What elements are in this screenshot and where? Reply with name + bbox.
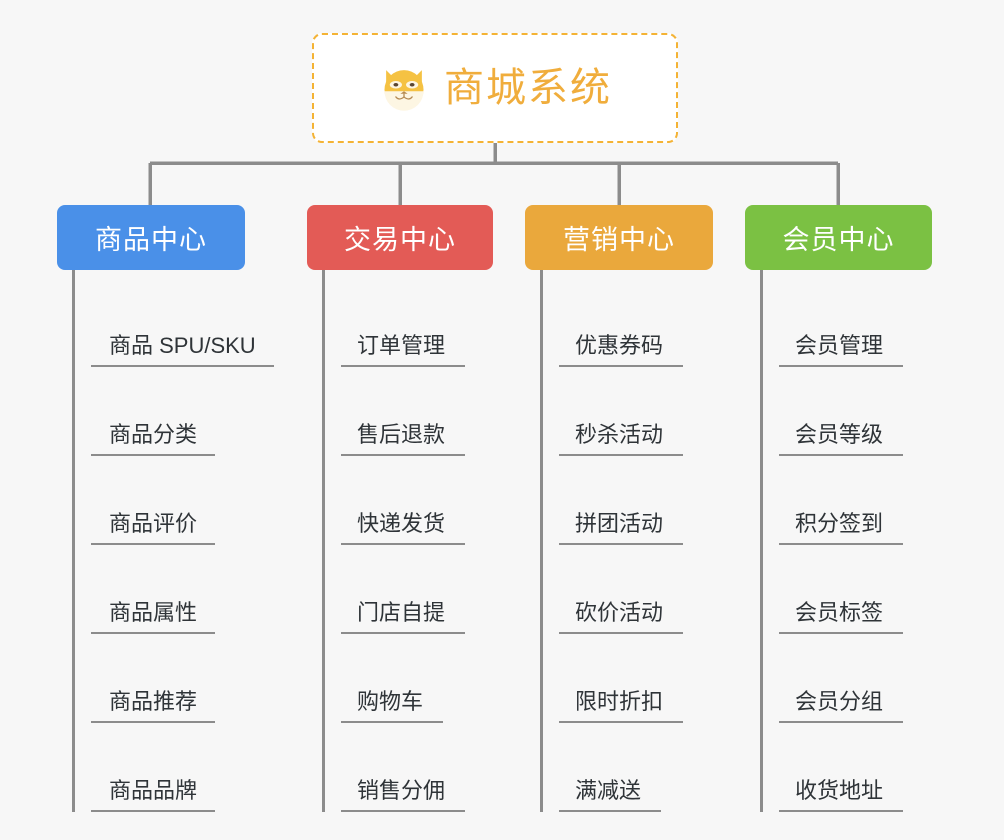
leaf-item[interactable]: 订单管理 <box>341 278 497 367</box>
leaf-list-product: 商品 SPU/SKU 商品分类 商品评价 商品属性 商品推荐 商品品牌 <box>72 270 274 812</box>
category-header-marketing[interactable]: 营销中心 <box>525 205 713 270</box>
leaf-list-trade: 订单管理 售后退款 快递发货 门店自提 购物车 销售分佣 <box>322 270 497 812</box>
leaf-item[interactable]: 商品评价 <box>91 456 247 545</box>
leaf-label: 拼团活动 <box>559 511 684 545</box>
leaf-label: 会员等级 <box>779 422 904 456</box>
leaf-item[interactable]: 商品推荐 <box>91 634 247 723</box>
leaf-label: 商品 SPU/SKU <box>91 333 274 367</box>
category-label: 交易中心 <box>344 225 456 255</box>
leaf-item[interactable]: 商品分类 <box>91 367 247 456</box>
leaf-label: 会员标签 <box>779 600 904 634</box>
leaf-label: 商品品牌 <box>91 778 216 812</box>
leaf-label: 会员分组 <box>779 689 904 723</box>
leaf-item[interactable]: 会员管理 <box>779 278 935 367</box>
leaf-item[interactable]: 秒杀活动 <box>559 367 715 456</box>
leaf-label: 订单管理 <box>341 333 466 367</box>
leaf-item[interactable]: 售后退款 <box>341 367 497 456</box>
leaf-label: 商品推荐 <box>91 689 216 723</box>
leaf-label: 快递发货 <box>341 511 466 545</box>
leaf-label: 购物车 <box>341 689 444 723</box>
category-label: 商品中心 <box>95 225 207 255</box>
leaf-item[interactable]: 会员等级 <box>779 367 935 456</box>
leaf-item[interactable]: 商品属性 <box>91 545 247 634</box>
leaf-item[interactable]: 门店自提 <box>341 545 497 634</box>
leaf-label: 积分签到 <box>779 511 904 545</box>
leaf-item[interactable]: 商品 SPU/SKU <box>91 278 274 367</box>
leaf-label: 收货地址 <box>779 778 904 812</box>
category-label: 营销中心 <box>563 225 675 255</box>
category-column-trade: 交易中心 订单管理 售后退款 快递发货 门店自提 购物车 销售分佣 <box>307 205 497 812</box>
leaf-item[interactable]: 满减送 <box>559 723 715 812</box>
category-column-member: 会员中心 会员管理 会员等级 积分签到 会员标签 会员分组 收货地址 <box>745 205 935 812</box>
leaf-item[interactable]: 收货地址 <box>779 723 935 812</box>
leaf-item[interactable]: 快递发货 <box>341 456 497 545</box>
leaf-list-marketing: 优惠券码 秒杀活动 拼团活动 砍价活动 限时折扣 满减送 <box>540 270 715 812</box>
leaf-label: 门店自提 <box>341 600 466 634</box>
root-title: 商城系统 <box>444 66 612 110</box>
leaf-label: 售后退款 <box>341 422 466 456</box>
leaf-label: 优惠券码 <box>559 333 684 367</box>
leaf-item[interactable]: 限时折扣 <box>559 634 715 723</box>
category-header-product[interactable]: 商品中心 <box>57 205 245 270</box>
leaf-label: 销售分佣 <box>341 778 466 812</box>
category-label: 会员中心 <box>782 225 895 255</box>
leaf-item[interactable]: 砍价活动 <box>559 545 715 634</box>
category-column-product: 商品中心 商品 SPU/SKU 商品分类 商品评价 商品属性 商品推荐 商品品牌 <box>57 205 274 812</box>
leaf-item[interactable]: 优惠券码 <box>559 278 715 367</box>
leaf-label: 商品评价 <box>91 511 216 545</box>
category-column-marketing: 营销中心 优惠券码 秒杀活动 拼团活动 砍价活动 限时折扣 满减送 <box>525 205 715 812</box>
leaf-item[interactable]: 会员分组 <box>779 634 935 723</box>
leaf-item[interactable]: 商品品牌 <box>91 723 247 812</box>
root-node[interactable]: 商城系统 <box>312 33 678 143</box>
leaf-label: 商品属性 <box>91 600 216 634</box>
leaf-list-member: 会员管理 会员等级 积分签到 会员标签 会员分组 收货地址 <box>760 270 935 812</box>
leaf-item[interactable]: 购物车 <box>341 634 497 723</box>
category-header-member[interactable]: 会员中心 <box>745 205 932 270</box>
leaf-label: 砍价活动 <box>559 600 684 634</box>
leaf-label: 商品分类 <box>91 422 216 456</box>
shiba-dog-emoji-icon <box>384 70 424 111</box>
category-header-trade[interactable]: 交易中心 <box>307 205 493 270</box>
leaf-item[interactable]: 拼团活动 <box>559 456 715 545</box>
leaf-label: 满减送 <box>559 778 662 812</box>
leaf-label: 会员管理 <box>779 333 904 367</box>
leaf-item[interactable]: 会员标签 <box>779 545 935 634</box>
leaf-label: 秒杀活动 <box>559 422 684 456</box>
leaf-label: 限时折扣 <box>559 689 684 723</box>
leaf-item[interactable]: 积分签到 <box>779 456 935 545</box>
leaf-item[interactable]: 销售分佣 <box>341 723 497 812</box>
